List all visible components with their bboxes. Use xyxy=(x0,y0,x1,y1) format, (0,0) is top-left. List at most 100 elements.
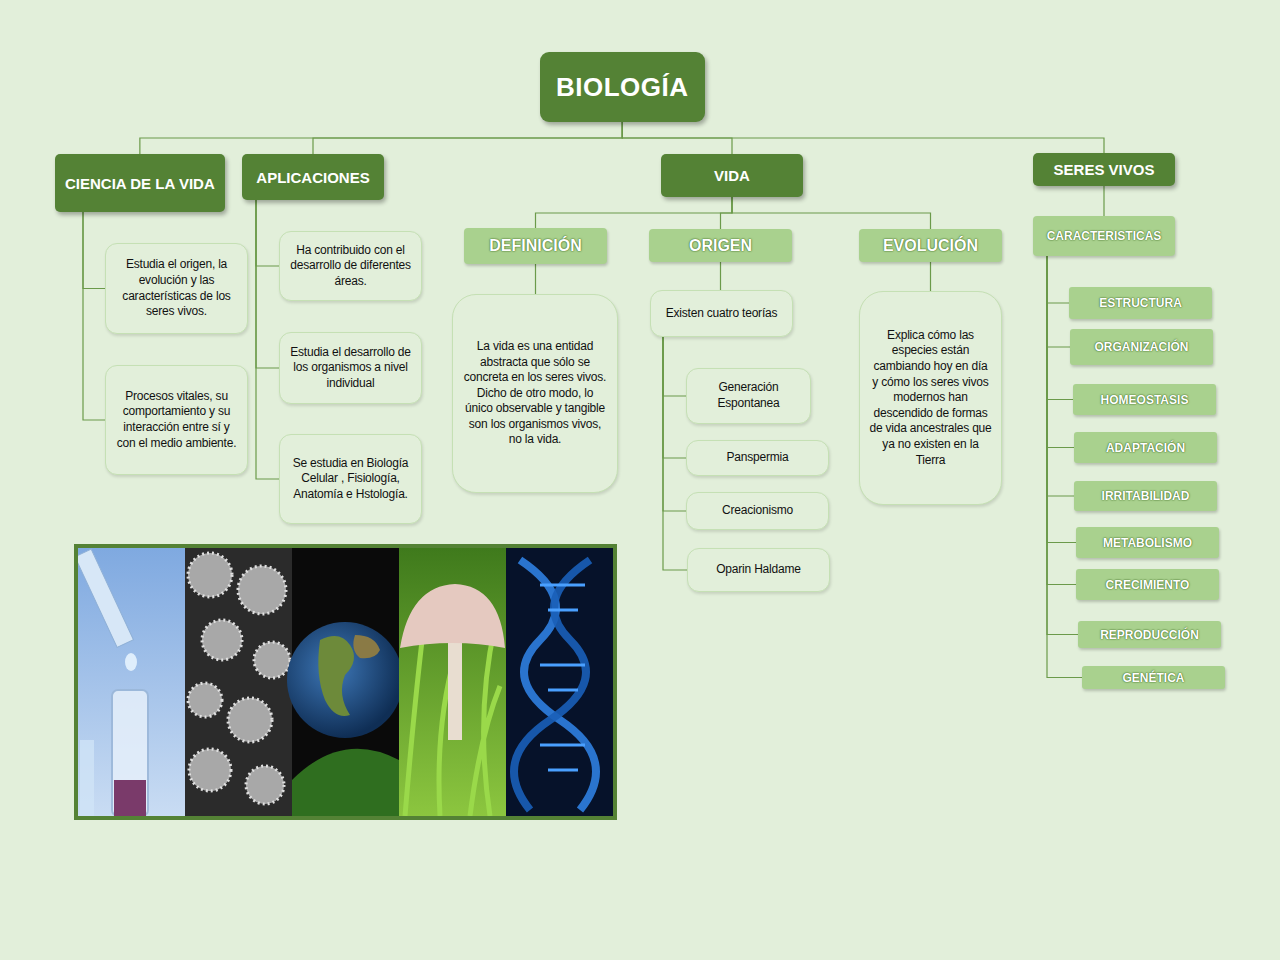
node-text: ORGANIZACIÓN xyxy=(1095,340,1189,354)
biology-photo-collage xyxy=(73,543,619,823)
tree-connector xyxy=(536,197,733,228)
node-text: CARACTERISTICAS xyxy=(1047,229,1162,243)
pollen xyxy=(238,566,286,614)
node-text: APLICACIONES xyxy=(256,169,369,186)
pipette xyxy=(75,549,134,647)
note-box: Explica cómo las especies están cambiand… xyxy=(859,291,1002,505)
tree-connector xyxy=(313,122,622,154)
feature-box: ADAPTACIÓN xyxy=(1074,432,1217,463)
mushroom-stem xyxy=(448,640,462,740)
note-box: Oparin Haldame xyxy=(687,548,830,592)
pollen-grains xyxy=(188,553,290,804)
feature-box: GENÉTICA xyxy=(1082,666,1225,689)
tree-connector xyxy=(256,200,279,266)
note-box: Generación Espontanea xyxy=(686,368,811,424)
node-text: Generación Espontanea xyxy=(695,380,802,411)
branch-box: APLICACIONES xyxy=(242,154,384,200)
tree-connector xyxy=(256,200,279,368)
note-box: Panspermia xyxy=(686,440,829,476)
grass xyxy=(405,616,500,816)
pollen xyxy=(202,620,242,660)
tree-connector xyxy=(140,122,622,154)
tree-connector xyxy=(1047,256,1073,400)
tree-connector xyxy=(1047,256,1069,303)
note-box: Se estudia en Biología Celular , Fisiolo… xyxy=(279,434,422,524)
branch-box: VIDA xyxy=(661,154,803,197)
topic-box: DEFINICIÓN xyxy=(464,228,607,264)
node-text: Se estudia en Biología Celular , Fisiolo… xyxy=(288,456,413,503)
tree-connector xyxy=(720,262,721,290)
tree-connector xyxy=(721,197,733,229)
node-text: Estudia el origen, la evolución y las ca… xyxy=(114,257,239,319)
topic-box: ORIGEN xyxy=(649,229,792,262)
note-box: Ha contribuido con el desarrollo de dife… xyxy=(279,231,422,301)
node-text: IRRITABILIDAD xyxy=(1102,489,1190,503)
node-text: CRECIMIENTO xyxy=(1106,578,1190,592)
node-text: EVOLUCIÓN xyxy=(883,237,978,255)
node-text: Estudia el desarrollo de los organismos … xyxy=(288,345,413,392)
tree-connector xyxy=(83,212,105,420)
panel-pollen xyxy=(185,548,292,816)
branch-box: CIENCIA DE LA VIDA xyxy=(55,154,225,212)
tree-connector xyxy=(663,337,686,396)
mushroom-cap xyxy=(400,584,505,648)
node-text: ESTRUCTURA xyxy=(1099,296,1182,310)
feature-box: REPRODUCCIÓN xyxy=(1078,621,1221,648)
tree-connector xyxy=(732,197,931,229)
earth xyxy=(287,622,403,738)
node-text: Panspermia xyxy=(726,450,788,466)
dna-rungs xyxy=(540,585,585,770)
pollen xyxy=(189,749,231,791)
tree-connector xyxy=(256,200,279,479)
feature-box: METABOLISMO xyxy=(1076,527,1219,558)
node-text: DEFINICIÓN xyxy=(489,237,581,255)
tree-connector xyxy=(83,212,105,289)
tree-connector xyxy=(930,262,931,291)
pollen xyxy=(254,642,290,678)
tree-connector xyxy=(663,337,686,511)
node-text: VIDA xyxy=(714,167,750,184)
feature-box: ESTRUCTURA xyxy=(1069,287,1212,319)
node-text: CIENCIA DE LA VIDA xyxy=(65,175,215,192)
root-box: BIOLOGÍA xyxy=(540,52,705,122)
node-text: La vida es una entidad abstracta que sól… xyxy=(462,339,608,448)
node-text: GENÉTICA xyxy=(1122,671,1184,685)
pollen xyxy=(188,553,232,597)
panel-dna xyxy=(506,548,613,816)
continent xyxy=(318,636,354,716)
drop xyxy=(125,653,137,671)
note-box: Estudia el origen, la evolución y las ca… xyxy=(105,243,248,334)
node-text: ORIGEN xyxy=(689,237,752,255)
node-text: SERES VIVOS xyxy=(1054,161,1155,178)
topic-box: EVOLUCIÓN xyxy=(859,229,1002,262)
tree-connector xyxy=(1103,186,1104,216)
node-text: ADAPTACIÓN xyxy=(1106,441,1185,455)
branch-box: SERES VIVOS xyxy=(1033,153,1175,186)
tube-liquid xyxy=(114,780,146,816)
tree-connector xyxy=(535,264,536,294)
tree-connector xyxy=(622,122,1104,153)
topic-box: CARACTERISTICAS xyxy=(1033,216,1175,256)
node-text: BIOLOGÍA xyxy=(556,72,689,103)
feature-box: HOMEOSTASIS xyxy=(1073,384,1216,415)
tree-connector xyxy=(1047,256,1070,347)
pollen xyxy=(188,683,222,717)
note-box: Creacionismo xyxy=(686,492,829,530)
node-text: Existen cuatro teorías xyxy=(666,306,778,322)
feature-box: IRRITABILIDAD xyxy=(1074,481,1217,511)
tree-connector xyxy=(663,337,687,570)
photo-frame xyxy=(76,546,615,818)
pollen xyxy=(246,766,284,804)
note-box: Estudia el desarrollo de los organismos … xyxy=(279,332,422,404)
feature-box: ORGANIZACIÓN xyxy=(1070,329,1213,365)
panel-mushroom xyxy=(399,548,506,816)
tree-connector xyxy=(663,337,686,458)
node-text: REPRODUCCIÓN xyxy=(1100,628,1199,642)
pollen xyxy=(228,698,272,742)
note-box: Existen cuatro teorías xyxy=(650,290,793,337)
note-box: Procesos vitales, su comportamiento y su… xyxy=(105,365,248,475)
node-text: Oparin Haldame xyxy=(716,562,801,578)
continent xyxy=(353,635,380,658)
node-text: Explica cómo las especies están cambiand… xyxy=(869,328,992,468)
leaf xyxy=(292,749,399,816)
